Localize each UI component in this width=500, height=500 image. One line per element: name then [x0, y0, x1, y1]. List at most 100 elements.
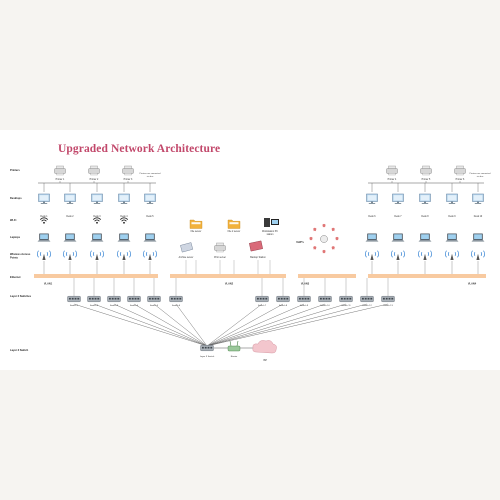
switch-label: Switch 8 [279, 304, 288, 307]
voip-phone-icon [322, 249, 326, 254]
ethernet-bar [34, 274, 158, 278]
laptop-icon [418, 233, 432, 242]
uplink-line [206, 303, 389, 347]
printer-label: Printer 2 [90, 178, 99, 181]
row-label: Desktops [10, 196, 22, 200]
uplink-line [206, 303, 368, 347]
switch-label: Switch 5 [150, 304, 159, 307]
server-label-2: station [267, 233, 274, 236]
switch-label: Switch 3 [110, 304, 119, 307]
access-point-icon [37, 250, 51, 260]
desktop-label: Desk 9 [448, 216, 456, 218]
uplink-line [113, 303, 208, 347]
archive-server-icon [180, 242, 194, 253]
desktop-label: Desk 2 [66, 216, 74, 218]
switch-label: Switch 2 [90, 304, 99, 307]
row-label: Points [10, 255, 18, 259]
uplink-line [175, 303, 208, 347]
uplink-line [93, 303, 208, 347]
ethernet-bar [170, 274, 286, 278]
wifi-icon [119, 217, 129, 224]
layer2-switch-icon [381, 296, 395, 303]
desktop-label: Desk 8 [421, 216, 429, 218]
laptop-icon [37, 233, 51, 242]
row-label: Ethernet [10, 275, 21, 279]
layer3-switch-icon [200, 345, 214, 352]
row-label: Printers [10, 168, 20, 172]
file-server-icon [189, 219, 203, 229]
vlan-label: VLAN1 [44, 283, 53, 286]
print-server-icon [214, 242, 226, 253]
laptop-icon [63, 233, 77, 242]
vlan-label: VLAN3 [301, 283, 310, 286]
uplink-line [206, 303, 284, 347]
backup-station-icon [249, 240, 263, 252]
layer2-switch-icon [87, 296, 101, 303]
uplink-line [206, 303, 326, 347]
switch-label: Switch 9 [300, 304, 309, 307]
layer2-switch-icon [297, 296, 311, 303]
desktop-label: Desk 6 [368, 216, 376, 218]
row-label: Layer 3 Switch [10, 348, 29, 352]
switch-label: Switch 6 [172, 304, 181, 307]
vlan-label: VLAN4 [468, 283, 477, 286]
row-label: Wireless Access [10, 252, 31, 256]
desktop-icon [419, 193, 431, 204]
uplink-line [73, 303, 208, 347]
wifi-icon [92, 217, 102, 224]
layer2-switch-icon [67, 296, 81, 303]
laptop-icon [143, 233, 157, 242]
laptop-icon [445, 233, 459, 242]
uplink-line [153, 303, 208, 347]
server-label: Backup Station [250, 256, 266, 259]
layer2-switch-icon [255, 296, 269, 303]
switch-label: Switch 10 [320, 304, 330, 307]
layer2-switch-icon [339, 296, 353, 303]
printers-note: Printers are connected [140, 172, 162, 175]
printer-label: Printer 3 [124, 178, 133, 181]
voip-phone-icon [313, 227, 317, 232]
voip-phone-icon [331, 227, 335, 232]
printers-note: Printers are connected [470, 172, 492, 175]
desktop-icon [144, 193, 156, 204]
voip-label: VoIP's [296, 240, 304, 244]
layer2-switch-icon [318, 296, 332, 303]
switch-label: Switch 7 [258, 304, 267, 307]
voip-phone-icon [309, 236, 313, 241]
printer-label: Printer 4 [388, 178, 397, 181]
printer-label: Printer 5 [422, 178, 431, 181]
desktop-icon [118, 193, 130, 204]
row-label: Layer 2 Switches [10, 294, 32, 298]
printer-icon [454, 165, 466, 176]
desktop-icon [38, 193, 50, 204]
router-label: Router [231, 355, 238, 358]
printers-note-2: via bus [477, 176, 484, 178]
printer-icon [386, 165, 398, 176]
access-point-icon [63, 250, 77, 260]
laptop-icon [117, 233, 131, 242]
uplink-line [206, 303, 305, 347]
access-point-icon [418, 250, 432, 260]
voip-phone-icon [322, 223, 326, 228]
voip-phone-icon [313, 246, 317, 250]
voip-phone-icon [335, 236, 339, 241]
server-label: Archive server [179, 256, 194, 259]
vlan-label: VLAN2 [225, 283, 234, 286]
desktop-icon [446, 193, 458, 204]
printers-note-2: via bus [147, 176, 154, 178]
switch-label: Switch 1 [70, 304, 79, 307]
layer2-switch-icon [276, 296, 290, 303]
uplink-line [206, 303, 263, 347]
uplink-line [133, 303, 208, 347]
server-label: Print server [214, 256, 226, 259]
layer2-switch-icon [360, 296, 374, 303]
switch-label: Switch 4 [130, 304, 139, 307]
layer3-label: Layer 3 Switch [200, 355, 215, 358]
printer-label: Printer 6 [456, 178, 465, 181]
access-point-icon [445, 250, 459, 260]
workstation-icon [264, 218, 279, 227]
server-label: File server [191, 230, 202, 233]
isp-label: ISP [263, 359, 267, 362]
desktop-icon [91, 193, 103, 204]
